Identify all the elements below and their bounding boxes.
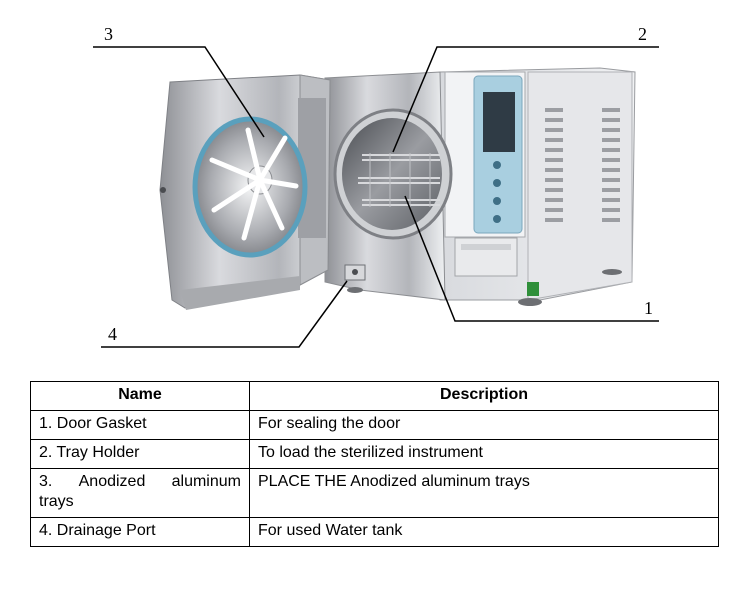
header-description: Description [249,381,719,411]
callout-3: 3 [104,24,113,44]
display-screen [483,92,515,152]
autoclave-diagram: 3 2 1 4 [93,24,659,348]
table-row: 4. Drainage Port For used Water tank [30,517,719,547]
word: 3. [39,473,53,490]
callout-line-4 [101,280,348,348]
callout-lines [93,46,659,348]
word: aluminum [171,473,241,490]
table-row: 2. Tray Holder To load the sterilized in… [30,439,719,469]
callout-line-3 [93,46,265,138]
chamber [324,71,453,301]
header-name: Name [30,381,250,411]
table-row: 3. Anodized aluminum trays PLACE THE Ano… [30,468,719,518]
callout-line-1 [404,195,659,322]
cell-name-line1: 3. Anodized aluminum [39,472,241,492]
parts-table: Name Description 1. Door Gasket For seal… [30,381,719,547]
cell-description: PLACE THE Anodized aluminum trays [249,468,719,518]
cell-description: To load the sterilized instrument [249,439,719,469]
cell-description: For sealing the door [249,410,719,440]
callout-4: 4 [108,324,117,344]
cell-name: 4. Drainage Port [30,517,250,547]
power-switch [527,282,539,296]
callout-line-2 [392,46,659,153]
cell-name: 3. Anodized aluminum trays [30,468,250,518]
callout-1: 1 [644,298,653,318]
cell-description: For used Water tank [249,517,719,547]
table-row: 1. Door Gasket For sealing the door [30,410,719,440]
open-door [159,74,331,310]
callout-2: 2 [638,24,647,44]
word: Anodized [78,473,146,490]
table-header-row: Name Description [30,381,719,411]
cell-name: 1. Door Gasket [30,410,250,440]
control-panel [444,71,526,277]
printer-slot [454,237,518,277]
cell-name: 2. Tray Holder [30,439,250,469]
cell-name-line2: trays [39,493,74,510]
